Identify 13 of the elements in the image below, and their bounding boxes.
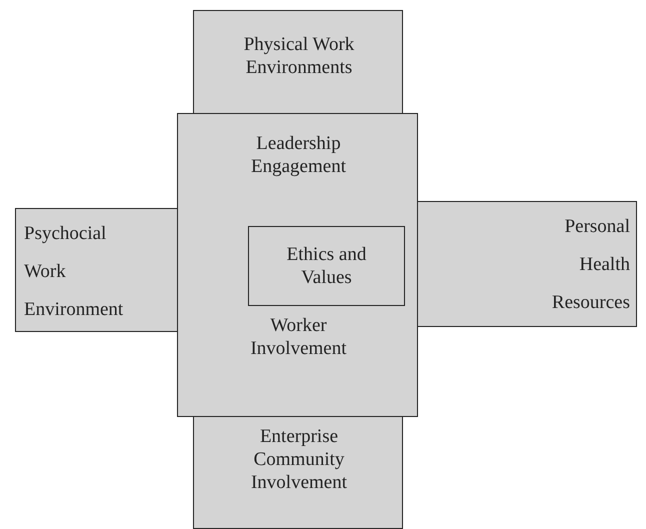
box-heading: Worker Involvement	[249, 314, 348, 360]
box-title: Physical Work Environments	[242, 33, 356, 79]
box-heading: Leadership Engagement	[250, 132, 347, 178]
box-title: Ethics and Values	[286, 243, 368, 289]
category-box	[193, 416, 403, 529]
box-title: Enterprise Community Involvement	[250, 425, 348, 494]
inner-box	[248, 226, 405, 306]
box-title: Psychocial Work Environment	[24, 222, 124, 322]
category-box	[193, 10, 403, 114]
box-title: Personal Health Resources	[550, 215, 630, 315]
category-box	[417, 201, 637, 327]
category-box	[15, 208, 178, 332]
category-box	[177, 113, 418, 417]
